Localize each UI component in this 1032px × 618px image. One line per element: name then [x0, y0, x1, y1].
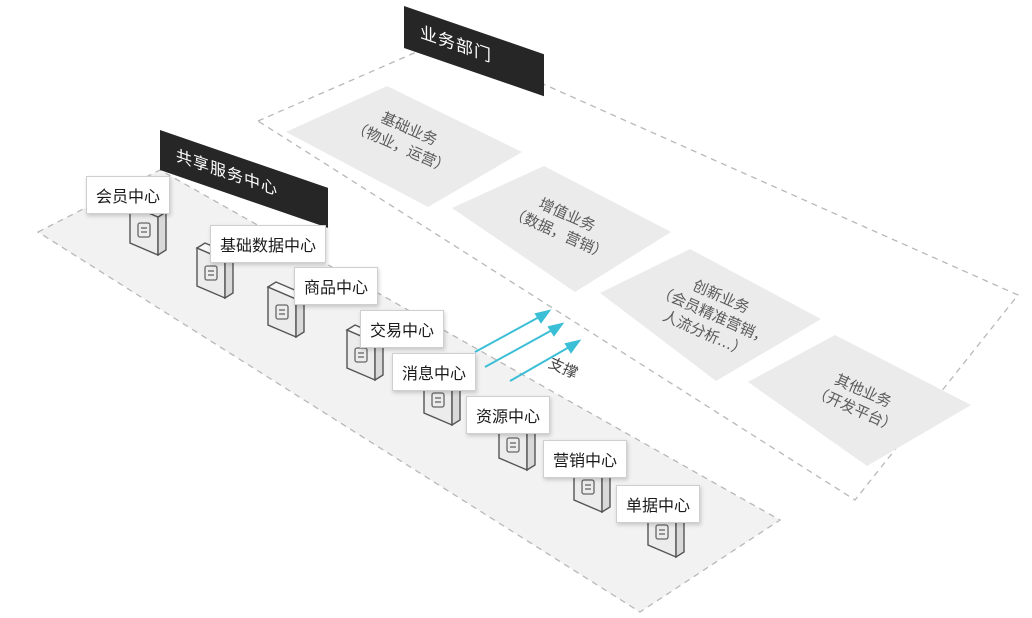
- center-label-goods: 商品中心: [294, 267, 379, 305]
- support-arrows: [474, 309, 582, 382]
- center-label-member: 会员中心: [86, 176, 171, 214]
- center-label-resource: 资源中心: [466, 396, 551, 434]
- biz-block-other: [748, 335, 971, 466]
- ticket-icon: [655, 524, 669, 540]
- biz-block-value: [452, 166, 671, 292]
- center-label-bill: 单据中心: [616, 485, 701, 523]
- database-icon: [204, 265, 218, 281]
- yuan-coin-icon: [354, 347, 368, 363]
- center-label-trade: 交易中心: [360, 310, 445, 348]
- document-icon: [431, 392, 445, 408]
- bar-chart-icon: [581, 479, 595, 495]
- biz-block-innovate: [600, 249, 821, 381]
- building-icon: [506, 437, 520, 453]
- shopping-bag-icon: [275, 304, 289, 320]
- center-label-message: 消息中心: [392, 353, 477, 391]
- center-label-marketing: 营销中心: [543, 440, 628, 478]
- biz-block-basic: [286, 86, 522, 207]
- gem-icon: [137, 222, 151, 238]
- center-label-basedata: 基础数据中心: [210, 225, 327, 263]
